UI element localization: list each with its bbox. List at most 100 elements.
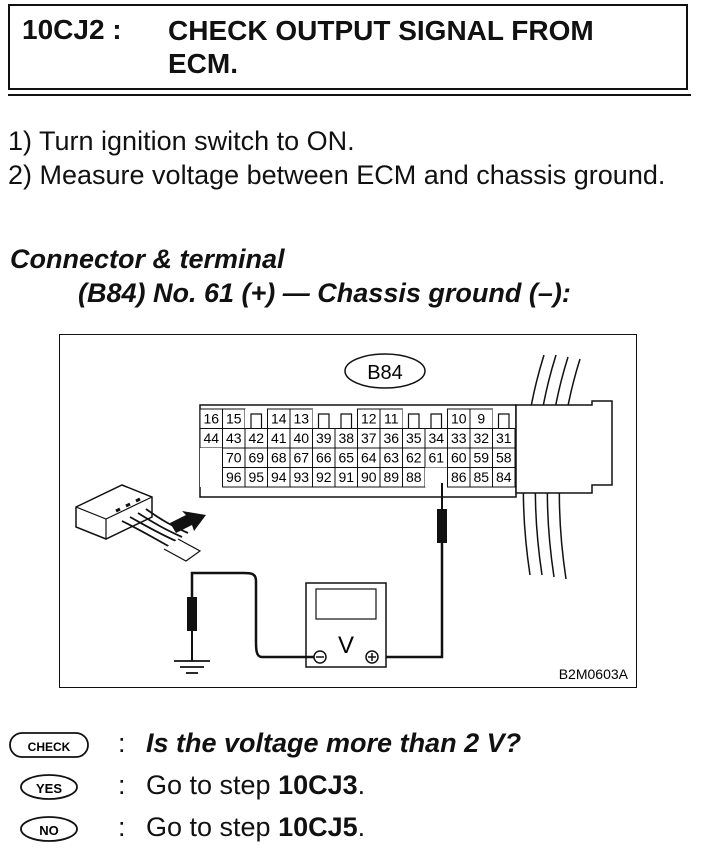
terminal-number: 93: [293, 469, 309, 485]
no-target-step[interactable]: 10CJ5: [278, 812, 358, 842]
voltmeter-display: [315, 588, 377, 620]
terminal-number: 14: [271, 411, 287, 427]
terminal-number: 34: [428, 430, 444, 446]
terminal-number: 39: [316, 430, 332, 446]
positive-probe: [437, 509, 447, 543]
terminal-number: 62: [406, 450, 422, 466]
terminal-number: 60: [451, 450, 467, 466]
terminal-number: 13: [293, 411, 309, 427]
yes-period: .: [357, 770, 366, 800]
check-badge: CHECK: [9, 732, 89, 758]
instruction-2: 2) Measure voltage between ECM and chass…: [8, 160, 666, 190]
terminal-cell: [312, 409, 335, 429]
no-badge: NO: [20, 816, 78, 842]
terminal-cell: [335, 409, 358, 429]
step-title: CHECK OUTPUT SIGNAL FROM ECM.: [168, 15, 594, 79]
terminal-number: 12: [361, 411, 377, 427]
key-notch: [497, 413, 510, 429]
terminal-number: 10: [451, 411, 467, 427]
terminal-number: 33: [451, 430, 467, 446]
yes-badge-label: YES: [36, 781, 62, 796]
key-notch: [250, 413, 263, 429]
terminal-number: 66: [316, 450, 332, 466]
step-code: 10CJ2 :: [22, 14, 122, 45]
terminal-number: 61: [428, 450, 444, 466]
negative-lead: [190, 571, 314, 659]
check-badge-label: CHECK: [28, 740, 71, 754]
terminal-number: 90: [361, 469, 377, 485]
no-colon: :: [118, 812, 126, 842]
terminal-number: 42: [248, 430, 264, 446]
yes-action: Go to step 10CJ3.: [146, 770, 365, 801]
terminal-cell: [245, 409, 268, 429]
mating-connector-icon: [75, 484, 202, 562]
terminal-number: 9: [477, 411, 485, 427]
yes-target-step[interactable]: 10CJ3: [278, 770, 358, 800]
header-rule: [8, 94, 691, 96]
terminal-number: 40: [293, 430, 309, 446]
yes-prefix: Go to step: [146, 770, 279, 800]
terminal-number: 41: [271, 430, 287, 446]
terminal-number: 84: [496, 469, 512, 485]
step-header-box: 10CJ2 : CHECK OUTPUT SIGNAL FROM ECM.: [8, 4, 688, 90]
no-badge-label: NO: [39, 823, 59, 838]
terminal-spec: (B84) No. 61 (+) — Chassis ground (–):: [78, 278, 571, 308]
terminal-number: 38: [338, 430, 354, 446]
key-notch: [340, 413, 353, 429]
terminal-number: 35: [406, 430, 422, 446]
figure-code: B2M0603A: [559, 666, 629, 682]
terminal-number: 89: [383, 469, 399, 485]
terminal-number: 31: [496, 430, 512, 446]
terminal-number: 70: [226, 450, 242, 466]
no-period: .: [357, 812, 366, 842]
negative-probe: [187, 597, 197, 631]
terminal-number: 37: [361, 430, 377, 446]
terminal-cell: [492, 467, 516, 488]
check-colon: :: [118, 728, 126, 758]
no-prefix: Go to step: [146, 812, 279, 842]
connector-heading: Connector & terminal: [10, 244, 285, 274]
ground-symbol: [174, 660, 210, 674]
terminal-number: 15: [226, 411, 242, 427]
connector-label: B84: [367, 362, 403, 384]
terminal-number: 59: [473, 450, 489, 466]
terminal-number: 96: [226, 469, 242, 485]
check-question: Is the voltage more than 2 V?: [146, 728, 522, 758]
yes-badge: YES: [20, 774, 78, 800]
yes-colon: :: [118, 770, 126, 800]
key-notch: [407, 413, 420, 429]
voltmeter-symbol: V: [338, 632, 354, 659]
insertion-arrow: [170, 511, 206, 533]
terminal-number: 92: [316, 469, 332, 485]
terminal-number: 32: [473, 430, 489, 446]
terminal-number: 69: [248, 450, 264, 466]
terminal-cell: [402, 409, 425, 429]
terminal-number: 64: [361, 450, 377, 466]
terminal-number: 63: [383, 450, 399, 466]
key-notch: [317, 413, 330, 429]
terminal-number: 16: [203, 411, 219, 427]
terminal-cell: [492, 409, 515, 429]
terminal-number: 67: [293, 450, 309, 466]
terminal-cell: [200, 448, 223, 468]
terminal-number: 36: [383, 430, 399, 446]
terminal-number: 95: [248, 469, 264, 485]
terminal-number: 94: [271, 469, 287, 485]
positive-lead: [382, 543, 444, 659]
terminal-cell: [425, 467, 448, 487]
key-notch: [430, 413, 443, 429]
terminal-number: 58: [496, 450, 512, 466]
terminal-number: 44: [203, 430, 219, 446]
terminal-number: 86: [451, 469, 467, 485]
connector-label-oval: [344, 353, 426, 389]
connector-housing: [515, 400, 613, 494]
terminal-cell: [425, 409, 448, 429]
terminal-number: 85: [473, 469, 489, 485]
instruction-1: 1) Turn ignition switch to ON.: [8, 126, 355, 156]
terminal-cell: [200, 467, 223, 487]
terminal-number: 11: [384, 411, 399, 427]
terminal-number: 91: [338, 469, 354, 485]
terminal-number: 65: [338, 450, 354, 466]
